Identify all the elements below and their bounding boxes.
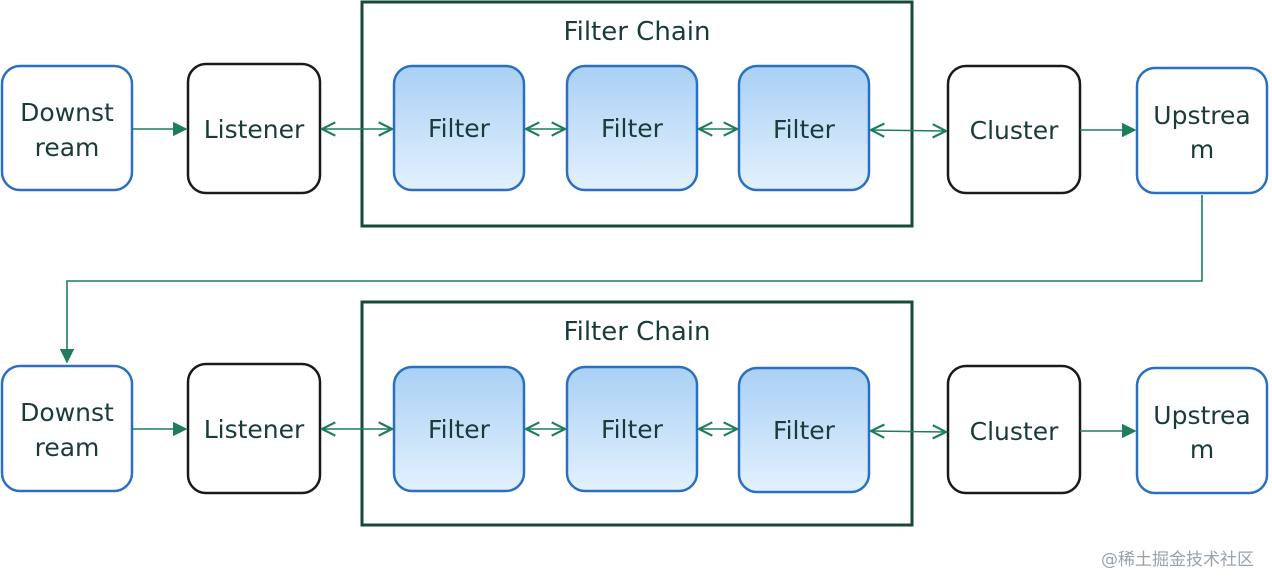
filter-chain-title: Filter Chain (564, 317, 711, 347)
filter-node-2: Filter (565, 365, 699, 493)
svg-text:Listener: Listener (204, 115, 305, 144)
listener-node: Listener (186, 62, 322, 195)
filter-node-3: Filter (737, 366, 871, 494)
svg-text:Upstrea: Upstrea (1153, 101, 1250, 130)
request-flow-2: Filter Chain Downst ream Listener Filter… (0, 300, 1269, 527)
svg-text:Cluster: Cluster (970, 116, 1059, 145)
upstream-node: Upstrea m (1135, 66, 1269, 195)
svg-text:ream: ream (35, 133, 100, 162)
svg-text:m: m (1190, 435, 1214, 464)
filter-node-1: Filter (392, 64, 526, 192)
edge-filter-cluster (871, 431, 946, 432)
svg-text:Filter: Filter (428, 415, 491, 444)
upstream-node: Upstrea m (1135, 366, 1269, 495)
downstream-node: Downst ream (0, 364, 134, 493)
cluster-node: Cluster (946, 64, 1082, 195)
edge-upstream-to-next-downstream (59, 195, 1203, 364)
filter-node-2: Filter (565, 64, 699, 192)
svg-text:ream: ream (35, 433, 100, 462)
svg-text:Filter: Filter (428, 114, 491, 143)
watermark: @稀土掘金技术社区 (1101, 550, 1254, 570)
filter-chain-box (360, 300, 914, 527)
filter-chain-box (360, 0, 914, 228)
svg-text:m: m (1190, 135, 1214, 164)
svg-text:Upstrea: Upstrea (1153, 401, 1250, 430)
svg-text:Filter: Filter (601, 114, 664, 143)
svg-text:Filter: Filter (773, 416, 836, 445)
svg-text:Listener: Listener (204, 415, 305, 444)
filter-node-1: Filter (392, 365, 526, 493)
svg-text:Downst: Downst (20, 398, 114, 427)
filter-chain-title: Filter Chain (564, 17, 711, 47)
svg-text:Filter: Filter (773, 115, 836, 144)
svg-text:Filter: Filter (601, 415, 664, 444)
request-flow-1: Filter Chain Downst ream Listener Filter… (0, 0, 1269, 228)
edge-filter-cluster (871, 130, 946, 131)
filter-node-3: Filter (737, 64, 871, 192)
downstream-node: Downst ream (0, 64, 134, 192)
cluster-node: Cluster (946, 364, 1082, 495)
listener-node: Listener (186, 362, 322, 495)
svg-text:Downst: Downst (20, 98, 114, 127)
svg-text:Cluster: Cluster (970, 417, 1059, 446)
